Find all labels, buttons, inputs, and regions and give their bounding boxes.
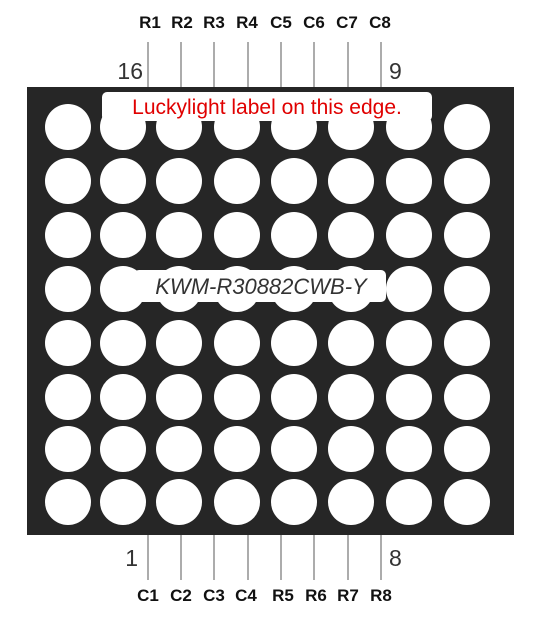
matrix-body — [27, 87, 514, 535]
led-dot — [156, 158, 202, 204]
led-dot — [386, 212, 432, 258]
led-dot — [156, 479, 202, 525]
led-dot — [214, 479, 260, 525]
led-dot — [100, 158, 146, 204]
pin-number-1: 1 — [125, 545, 138, 571]
led-dot — [444, 266, 490, 312]
part-number-box — [134, 270, 386, 302]
top-pin-label: C5 — [270, 13, 292, 32]
led-dot — [100, 374, 146, 420]
led-dot — [100, 479, 146, 525]
bottom-pin-labels: C1 C2 C3 C4 R5 R6 R7 R8 — [137, 586, 392, 605]
led-dot — [214, 426, 260, 472]
bottom-pin-label: C3 — [203, 586, 225, 605]
led-dot — [214, 374, 260, 420]
led-dot — [45, 212, 91, 258]
led-dot — [444, 212, 490, 258]
led-dot — [271, 212, 317, 258]
top-pin-label: R1 — [139, 13, 161, 32]
led-dot — [100, 426, 146, 472]
led-dot — [100, 320, 146, 366]
bottom-pin-label: C2 — [170, 586, 192, 605]
led-dot — [156, 374, 202, 420]
edge-label-box — [102, 92, 432, 121]
led-dot — [444, 320, 490, 366]
led-dot — [214, 212, 260, 258]
top-pin-label: R3 — [203, 13, 225, 32]
led-dot — [214, 158, 260, 204]
led-dot — [271, 320, 317, 366]
top-pin-label: C7 — [336, 13, 358, 32]
led-dot — [386, 426, 432, 472]
led-dot — [386, 374, 432, 420]
led-dot — [214, 320, 260, 366]
pin-number-8: 8 — [389, 545, 402, 571]
led-dot — [45, 374, 91, 420]
top-pin-label: C8 — [369, 13, 391, 32]
led-dot — [100, 212, 146, 258]
led-dot — [271, 374, 317, 420]
pin-leads — [147, 42, 382, 580]
led-dot — [444, 426, 490, 472]
led-dot — [45, 320, 91, 366]
led-dot — [271, 426, 317, 472]
led-dot — [45, 158, 91, 204]
top-pin-labels: R1 R2 R3 R4 C5 C6 C7 C8 — [139, 13, 391, 32]
led-dot — [386, 320, 432, 366]
top-pin-label: R4 — [236, 13, 258, 32]
bottom-pin-label: R7 — [337, 586, 359, 605]
led-dot — [328, 158, 374, 204]
led-dot — [444, 158, 490, 204]
led-dot — [444, 104, 490, 150]
led-dot — [328, 374, 374, 420]
led-dot — [444, 374, 490, 420]
led-dot — [271, 158, 317, 204]
bottom-pin-label: R8 — [370, 586, 392, 605]
top-pin-label: C6 — [303, 13, 325, 32]
led-dot — [328, 426, 374, 472]
top-pin-label: R2 — [171, 13, 193, 32]
led-dot — [328, 212, 374, 258]
bottom-pin-label: C1 — [137, 586, 159, 605]
part-number: KWM-R30882CWB-Y — [155, 274, 368, 299]
led-dot — [386, 479, 432, 525]
pin-number-16: 16 — [117, 58, 143, 84]
bottom-pin-label: R6 — [305, 586, 327, 605]
led-dot — [45, 479, 91, 525]
led-dot — [328, 320, 374, 366]
edge-label: Luckylight label on this edge. — [132, 96, 402, 119]
led-dot — [386, 158, 432, 204]
pin-number-9: 9 — [389, 58, 402, 84]
led-dot — [156, 320, 202, 366]
led-dot — [156, 212, 202, 258]
led-dot — [328, 479, 374, 525]
led-dot — [45, 426, 91, 472]
led-dot — [444, 479, 490, 525]
led-dot — [271, 479, 317, 525]
bottom-pin-label: C4 — [235, 586, 257, 605]
bottom-pin-label: R5 — [272, 586, 294, 605]
led-dot — [156, 426, 202, 472]
led-dot — [45, 266, 91, 312]
led-dot — [45, 104, 91, 150]
led-dot — [386, 266, 432, 312]
